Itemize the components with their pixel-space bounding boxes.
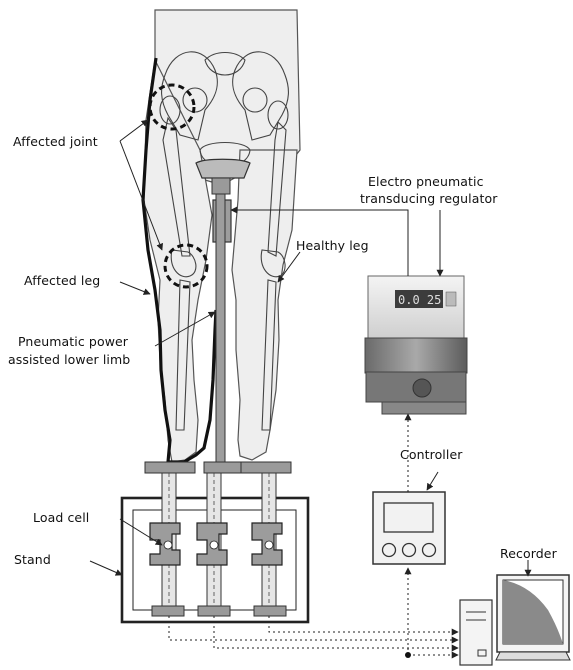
signal-junction [405,652,411,658]
pc-tower [460,600,492,665]
recorder-pc [460,575,570,665]
label-affected-leg: Affected leg [24,273,100,288]
label-recorder: Recorder [500,546,557,561]
label-electro-pneumatic-1: Electro pneumatic [368,174,484,189]
label-pneumatic-limb-1: Pneumatic power [18,334,128,349]
label-affected-joint: Affected joint [13,134,98,149]
controller [373,492,445,564]
regulator-display: 0.0 25 [398,293,441,307]
pneumatic-regulator: 0.0 25 [365,276,467,414]
stand [122,462,308,622]
label-electro-pneumatic-2: transducing regulator [360,191,498,206]
label-healthy-leg: Healthy leg [296,238,369,253]
label-pneumatic-limb-2: assisted lower limb [8,352,130,367]
pneumatic-rod [216,194,225,464]
controller-screen [384,503,433,532]
top-plate-right [241,462,291,473]
healthy-leg [232,150,297,460]
label-stand: Stand [14,552,51,567]
top-plate-left [145,462,195,473]
label-load-cell: Load cell [33,510,89,525]
thigh-cup [196,159,250,178]
label-controller: Controller [400,447,463,462]
